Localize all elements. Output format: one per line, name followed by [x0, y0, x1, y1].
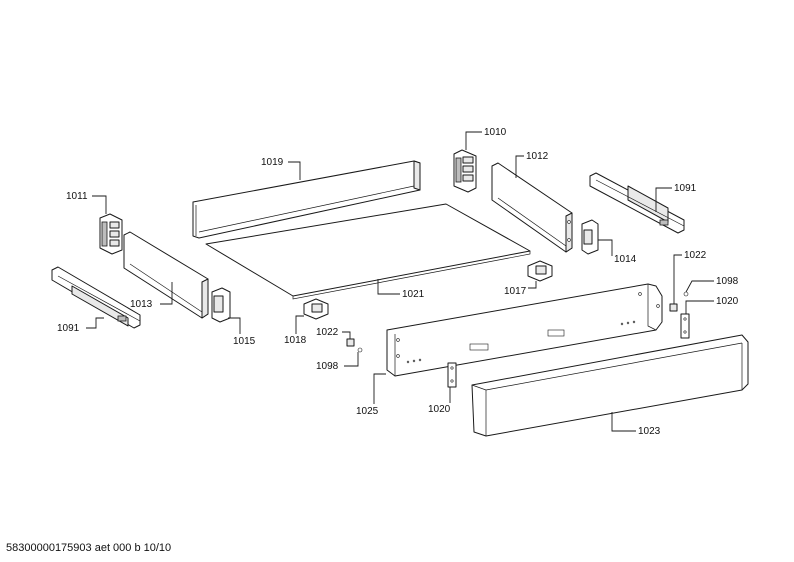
callout-1017: 1017	[504, 286, 527, 297]
callout-1025: 1025	[356, 406, 379, 417]
callout-1091-left: 1091	[57, 323, 80, 334]
leader-1091a	[86, 317, 104, 329]
part-1025-inner-front-panel	[386, 283, 663, 377]
leader-1022a	[342, 331, 351, 339]
part-1018-clip	[303, 298, 329, 320]
callout-1018: 1018	[284, 335, 307, 346]
callout-1020-right: 1020	[716, 296, 739, 307]
callout-1019: 1019	[261, 157, 284, 168]
leader-1025	[373, 373, 386, 404]
part-1010-bracket	[453, 149, 477, 193]
leader-1019	[288, 161, 301, 180]
document-id-footer: 58300000175903 aet 000 b 10/10	[6, 542, 172, 554]
part-1022-pad-left	[346, 338, 355, 347]
callout-1098-left: 1098	[316, 361, 339, 372]
callout-1022-left: 1022	[316, 327, 339, 338]
callout-1098-right: 1098	[716, 276, 739, 287]
part-1017-clip	[527, 260, 553, 282]
leader-1098a	[344, 352, 359, 367]
leader-1011	[92, 195, 107, 214]
leader-1023	[611, 412, 636, 432]
leader-1020a	[685, 300, 714, 314]
part-1013-left-side-panel	[123, 231, 209, 319]
part-1091-left-runner	[51, 266, 141, 329]
part-1020-fixing-strip-right	[680, 313, 690, 339]
leader-1014	[598, 239, 613, 256]
callout-1022-right: 1022	[684, 250, 707, 261]
part-1098-screw-right	[683, 291, 689, 297]
part-1012-right-side-panel	[491, 162, 573, 253]
callout-1020-center: 1020	[428, 404, 451, 415]
part-1021-base-plate	[205, 203, 531, 300]
leader-1013	[160, 282, 173, 305]
callout-1091-right: 1091	[674, 183, 697, 194]
leader-1017	[528, 281, 537, 289]
callout-1015: 1015	[233, 336, 256, 347]
part-1091-right-runner	[589, 172, 685, 234]
callout-1023: 1023	[638, 426, 661, 437]
callout-1011: 1011	[66, 191, 88, 202]
callout-1021: 1021	[402, 289, 425, 300]
leader-1022b	[673, 254, 682, 304]
callout-1014: 1014	[614, 254, 637, 265]
part-1014-bracket	[581, 219, 599, 255]
leader-1012	[515, 155, 524, 178]
callout-1010: 1010	[484, 127, 507, 138]
leader-1021	[377, 279, 400, 295]
leader-1018	[295, 315, 304, 334]
part-1023-front-fascia	[471, 334, 749, 437]
part-1022-pad-right	[669, 303, 678, 312]
leader-1091b	[655, 187, 672, 212]
leader-lines	[86, 131, 714, 432]
leader-1098b	[685, 280, 714, 293]
part-1011-bracket	[99, 213, 123, 255]
part-1015-bracket	[211, 287, 231, 323]
callout-labels: 1010 1011 1012 1013 1014 1015 1017 1018 …	[57, 127, 739, 437]
part-1098-screw-left	[357, 347, 363, 353]
leader-1015	[228, 317, 241, 334]
part-1020-fixing-strip-center	[447, 362, 457, 388]
callout-1013: 1013	[130, 299, 153, 310]
leader-1010	[465, 131, 482, 150]
callout-1012: 1012	[526, 151, 549, 162]
part-1019-rear-panel	[192, 160, 421, 239]
